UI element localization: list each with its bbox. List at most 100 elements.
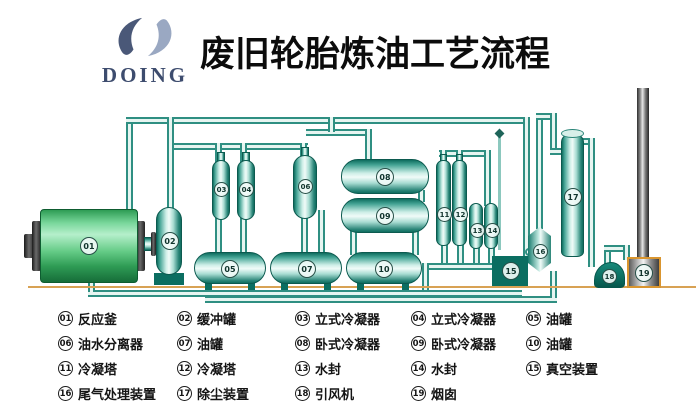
legend-item-label: 立式冷凝器 [431,312,497,327]
pipe [550,148,565,155]
equipment-label-12: 12 [453,207,468,222]
pipe [441,243,448,269]
legend-item-label: 引风机 [315,387,355,402]
pipe [412,230,419,255]
pipe [301,217,308,255]
legend-item-label: 油罐 [197,337,224,352]
pipe [306,129,372,136]
legend-item-number: 03 [295,311,310,326]
equipment-label-05: 05 [221,260,239,278]
legend-item-number: 04 [411,311,426,326]
tank-leg [357,281,364,290]
legend-item-number: 05 [526,311,541,326]
condensing-tower-11 [436,160,451,246]
chimney-base [627,257,661,288]
legend-item-label: 卧式冷凝器 [431,337,497,352]
equipment-label-02: 02 [161,232,179,250]
equipment-label-07: 07 [298,260,316,278]
pipe [126,117,133,211]
equipment-label-17: 17 [564,188,582,206]
reactor-flange-left [32,221,41,271]
pipe-thin [498,137,501,250]
tank-leg [402,281,409,290]
legend-item: 11 冷凝塔 [58,359,177,378]
legend-item-number: 13 [295,361,310,376]
pipe [350,230,357,255]
legend-item-number: 01 [58,311,73,326]
pipe [473,246,480,269]
pipe [167,143,308,150]
legend-item-number: 12 [177,361,192,376]
pipe [536,113,543,229]
pipe [418,190,425,202]
reactor-shaft-left [24,234,35,258]
legend-item: 18 引风机 [295,384,411,403]
oil-tank-10 [346,252,422,284]
legend-item-label: 油罐 [546,337,573,352]
equipment-label-11: 11 [437,207,452,222]
buffer-tank-base [154,273,184,285]
legend-item-label: 缓冲罐 [197,312,237,327]
outlet-flange [151,232,156,256]
pipe [457,243,464,269]
pipe-underground-2 [205,296,557,303]
legend-item-number: 02 [177,311,192,326]
legend-item-number: 16 [58,386,73,401]
equipment-label-03: 03 [214,182,229,197]
reactor-flange-right [136,221,145,271]
equipment-label-19: 19 [635,264,653,282]
legend-item-label: 卧式冷凝器 [315,337,381,352]
pipe [328,117,335,132]
equipment-label-09: 09 [376,207,394,225]
pipe [484,150,491,206]
tank-leg [205,281,212,290]
legend-item: 04 立式冷凝器 [411,309,526,328]
legend-item-number: 07 [177,336,192,351]
legend-item-number: 17 [177,386,192,401]
legend-item-label: 反应釜 [78,312,118,327]
pipe [318,210,325,255]
valve-icon [494,128,505,139]
pipe [439,150,490,157]
doing-logo: DOING [92,14,198,88]
legend-item-number: 15 [526,361,541,376]
condensing-tower-12 [452,160,467,246]
legend-item: 16 尾气处理装置 [58,384,177,403]
oil-tank-05 [194,252,266,284]
pipe [422,263,492,270]
equipment-label-15: 15 [502,262,520,280]
pipe [604,245,611,268]
legend-item-label: 冷凝塔 [78,362,118,377]
equipment-label-13: 13 [470,223,485,238]
legend-item: 02 缓冲罐 [177,309,295,328]
legend-item-number: 18 [295,386,310,401]
pipe [580,138,595,145]
pipe [588,138,595,267]
legend-item: 13 水封 [295,359,411,378]
legend-item-label: 油水分离器 [78,337,144,352]
legend-item-label: 水封 [315,362,342,377]
legend-item-label: 尾气处理装置 [78,387,157,402]
legend-item-number: 11 [58,361,73,376]
logo-wordmark: DOING [101,63,189,87]
chimney-stack [637,88,649,259]
equipment-label-08: 08 [376,168,394,186]
equipment-label-04: 04 [239,182,254,197]
equipment-label-16: 16 [533,244,548,259]
legend-item-number: 14 [411,361,426,376]
equipment-label-10: 10 [375,260,393,278]
pipe [550,113,557,153]
legend-item: 01 反应釜 [58,309,177,328]
page-title: 废旧轮胎炼油工艺流程 [200,35,551,74]
